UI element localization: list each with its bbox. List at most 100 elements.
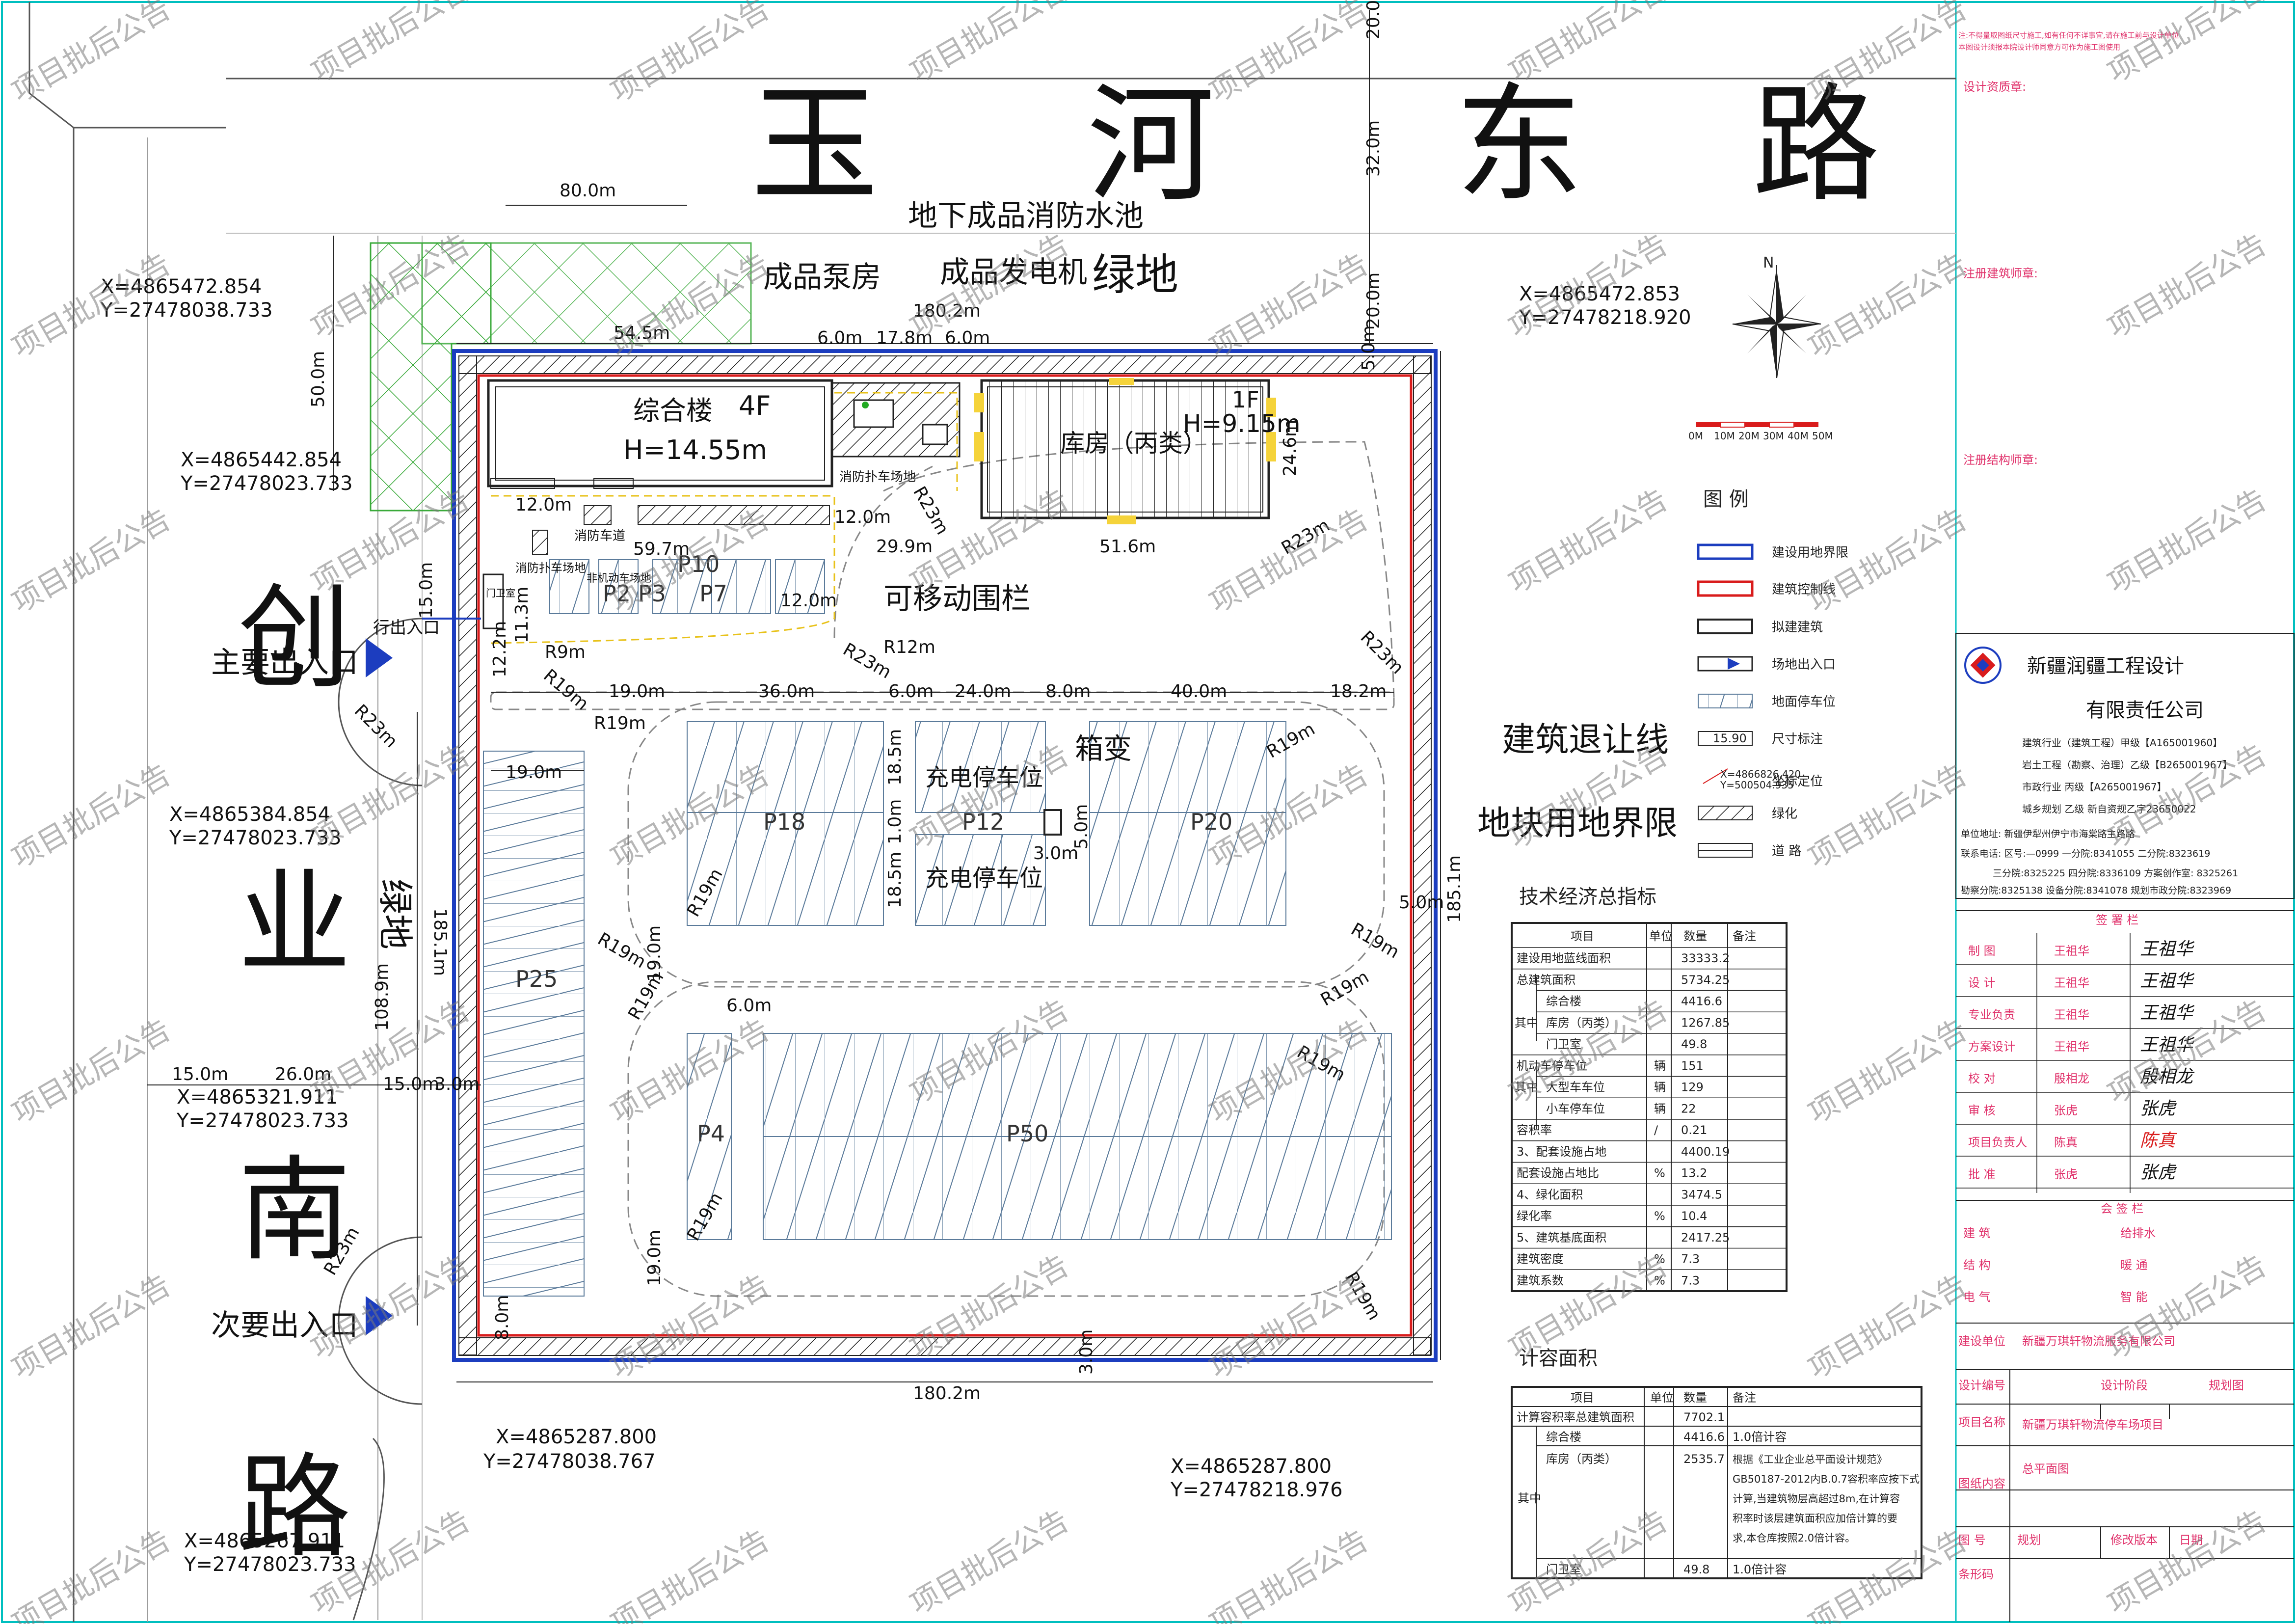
signature: 王祖华 <box>2140 1035 2195 1055</box>
sign-role: 设 计 <box>1968 976 1996 990</box>
scale-tick: 30M <box>1763 430 1784 442</box>
coord-x: X=4865287.800 <box>1171 1455 1332 1478</box>
coord-y: Y=27478023.733 <box>184 1553 356 1576</box>
far-header: 数量 <box>1683 1391 1707 1405</box>
drawing-name-label: 图纸内容 <box>1958 1477 2005 1490</box>
dim-label: 17.8m <box>876 328 933 348</box>
countersign-role: 结 构 <box>1963 1258 1991 1272</box>
contact-line: 联系电话: 区号:—0999 一分院:8341055 二分院:8323619 <box>1961 848 2210 859</box>
signature: 陈真 <box>2140 1131 2177 1151</box>
fire-lane-outline <box>490 392 958 644</box>
legend-item: 拟建建筑 <box>1772 620 1823 635</box>
signature: 张虎 <box>2140 1099 2177 1119</box>
watermark-text: 项目批后公告 <box>6 0 177 109</box>
far-row-name: 计算容积率总建筑面积 <box>1517 1410 1634 1424</box>
tech-row-unit: % <box>1654 1166 1665 1180</box>
radius-label: R19m <box>1317 967 1372 1010</box>
dim-label: 11.3m <box>512 587 532 643</box>
qual-line: 城乡规划 乙级 新自资规乙字23650022 <box>2022 803 2196 815</box>
legend-coord-x: X=4866826.420 <box>1720 768 1801 780</box>
watermark-text: 项目批后公告 <box>1204 1268 1374 1386</box>
contact-line: 单位地址: 新疆伊犁州伊宁市海棠路主路路 <box>1961 829 2135 839</box>
tech-row-name: 5、建筑基底面积 <box>1517 1231 1606 1245</box>
parking-label: P3 <box>638 580 666 607</box>
legend-item: 地面停车位 <box>1772 695 1836 709</box>
sign-table-rows: 制 图王祖华王祖华设 计王祖华王祖华专业负责王祖华王祖华方案设计王祖华王祖华校 … <box>1968 939 2195 1183</box>
tech-row-name: 大型车车位 <box>1546 1081 1605 1094</box>
compass-text: N 0M 10M 20M 30M 40M 50M <box>1688 254 1833 442</box>
dim-label: 3.0m <box>1076 1329 1096 1375</box>
road-char: 南 <box>238 1145 351 1276</box>
walk-entrance-label: 行出入口 <box>373 618 440 638</box>
dim-label: 6.0m <box>888 681 934 702</box>
legend-item: 绿化 <box>1772 807 1797 821</box>
tech-header: 单位 <box>1649 929 1673 943</box>
coord-y: Y=27478023.733 <box>180 472 353 495</box>
bike-parking-label: 非机动车场地 <box>587 572 651 585</box>
sign-role: 方案设计 <box>1968 1040 2015 1054</box>
tech-row-name: 3、配套设施占地 <box>1517 1145 1606 1159</box>
far-group: 其中 <box>1518 1491 1541 1505</box>
watermark-text: 项目批后公告 <box>1803 1012 1973 1131</box>
charging-label: 充电停车位 <box>925 865 1043 892</box>
watermark-text: 项目批后公告 <box>1503 1503 1674 1622</box>
tech-row-qty: 7.3 <box>1681 1252 1700 1266</box>
company-name: 新疆润疆工程设计 <box>2027 655 2184 677</box>
dim-label: 6.0m <box>945 328 990 348</box>
dim-label: 12.0m <box>780 591 837 611</box>
pump-room-label: 成品泵房 <box>763 260 881 295</box>
sign-name: 王祖华 <box>2054 1008 2089 1022</box>
tech-row-name: 库房（丙类） <box>1546 1016 1617 1029</box>
sign-header: 签 署 栏 <box>2096 913 2138 927</box>
radius-label: R19m <box>539 665 592 714</box>
transformer-box <box>1043 809 1062 836</box>
road-char: 路 <box>238 1442 351 1573</box>
stage-label: 设计阶段 <box>2101 1379 2148 1392</box>
coordinate-labels: X=4865472.854 Y=27478038.733 X=4865472.8… <box>100 275 1691 1576</box>
dim-label: 5.0m <box>1071 804 1092 849</box>
sign-role: 项目负责人 <box>1968 1136 2027 1149</box>
dim-label: 3.0m <box>1033 843 1078 864</box>
dim-label: 20.0m <box>1363 272 1384 329</box>
radius-label: R19m <box>624 968 667 1023</box>
compass-rose <box>1732 265 1821 379</box>
radius-label: R12m <box>883 637 935 657</box>
entrance-markers[interactable] <box>366 618 481 1335</box>
dim-label: 180.2m <box>913 301 981 321</box>
watermark-text: 项目批后公告 <box>6 502 177 620</box>
design-no-label: 设计编号 <box>1958 1379 2005 1392</box>
project-unit: 新疆万琪轩物流服务有限公司 <box>2022 1334 2175 1348</box>
contact-line: 三分院:8325225 四分院:8336109 方案创作室: 8325261 <box>1993 868 2238 879</box>
coord-y: Y=27478218.920 <box>1519 306 1691 329</box>
design-qual-label: 设计资质章: <box>1963 80 2026 94</box>
tech-row-qty: 4416.6 <box>1681 995 1722 1008</box>
watermark-text: 项目批后公告 <box>1803 502 1973 620</box>
watermark-text: 项目批后公告 <box>6 1523 177 1624</box>
dim-label: 18.5m <box>885 729 905 785</box>
watermark-text: 项目批后公告 <box>306 737 476 856</box>
coord-x: X=4865384.854 <box>169 803 330 826</box>
tech-row-name: 门卫室 <box>1546 1037 1581 1051</box>
dim-label: 5.0m <box>1359 325 1379 371</box>
company-name-2: 有限责任公司 <box>2086 699 2204 722</box>
road-name-north: 玉 河 东 路 <box>751 71 1880 219</box>
dim-label: 185.1m <box>430 908 450 976</box>
green-north-label: 绿地 <box>1092 249 1178 300</box>
dim-label: 15.0m <box>416 562 436 619</box>
sign-role: 校 对 <box>1968 1072 1996 1085</box>
fire-site-label: 消防扑车场地 <box>839 470 916 485</box>
tech-row-group: 其中 <box>1515 1016 1538 1029</box>
watermark-text: 项目批后公告 <box>2102 737 2272 856</box>
road-char: 业 <box>238 858 351 989</box>
legend-item: 建设用地界限 <box>1772 545 1848 560</box>
tech-table-frame <box>1511 922 1788 1292</box>
qual-line: 建筑行业（建筑工程）甲级【A165001960】 <box>2022 737 2222 749</box>
far-row-qty: 4416.6 <box>1683 1430 1725 1444</box>
radius-label: R23m <box>350 701 401 752</box>
parking-labels: P2 P3 P7 P10 P18 P12 P20 P25 P4 P50 <box>515 551 1232 1147</box>
watermark-text: 项目批后公告 <box>1503 0 1674 90</box>
tech-table-title: 技术经济总指标 <box>1519 886 1656 908</box>
fire-lane-label: 消防车道 <box>574 529 625 543</box>
office-label: 综合楼 <box>633 395 713 426</box>
